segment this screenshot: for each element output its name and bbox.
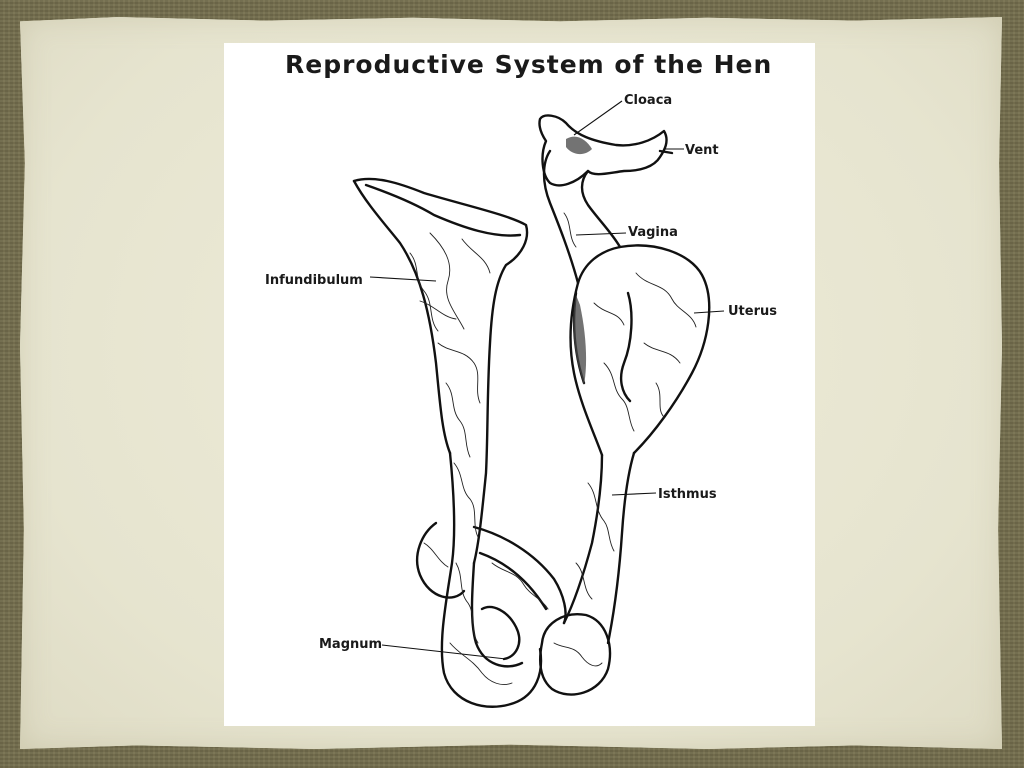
label-vent: Vent: [685, 143, 719, 158]
leader-infundibulum: [369, 276, 437, 282]
magnum-tube: [440, 451, 543, 708]
vagina-tube: [542, 149, 580, 285]
label-vagina: Vagina: [628, 225, 678, 240]
cloaca-shape: [538, 114, 668, 187]
leader-cloaca: [573, 100, 623, 136]
diagram-title: Reproductive System of the Hen: [285, 50, 772, 79]
leader-uterus: [693, 310, 725, 314]
leader-magnum: [381, 644, 507, 660]
label-isthmus: Isthmus: [658, 487, 717, 502]
infundibulum-shape: [352, 177, 529, 565]
label-cloaca: Cloaca: [624, 93, 672, 108]
label-uterus: Uterus: [728, 304, 777, 319]
label-magnum: Magnum: [319, 637, 382, 652]
hen-reproductive-diagram: Reproductive System of the Hen: [265, 50, 777, 708]
infundibulum-left-wall: [352, 179, 452, 455]
lower-loop-middle: [480, 605, 521, 661]
label-infundibulum: Infundibulum: [265, 273, 363, 288]
leader-isthmus: [611, 492, 657, 496]
uterus-shape: [569, 244, 711, 457]
leader-vagina: [575, 232, 627, 236]
lower-bulb-right: [538, 613, 612, 696]
isthmus-tube: [562, 453, 604, 625]
leader-lines: [369, 100, 725, 660]
diagram-card: Reproductive System of the Hen: [224, 43, 815, 726]
vein-texture: [409, 212, 697, 685]
lower-loop-left: [415, 521, 466, 599]
